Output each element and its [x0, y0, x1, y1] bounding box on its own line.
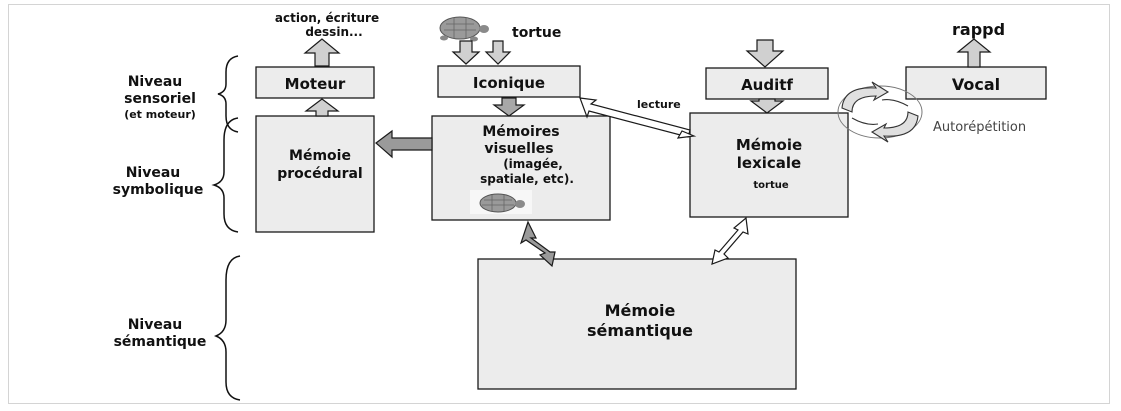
turtle-icon	[439, 16, 489, 42]
level-sensoriel-line2: sensoriel	[124, 91, 196, 107]
arrow-auditif-in	[745, 39, 785, 68]
label-lecture: lecture	[637, 98, 681, 111]
box-visuelles-line2: visuelles	[484, 141, 553, 157]
box-auditif-label: Auditf	[741, 76, 793, 94]
box-procedurale-line1: Mémoie	[289, 148, 351, 164]
box-lexicale-line1: Mémoie	[736, 136, 802, 154]
arrow-procedurale-up	[304, 98, 340, 117]
level-semantique-line2: sémantique	[114, 334, 207, 350]
box-lexicale-line2: lexicale	[737, 154, 801, 172]
box-vocal-label: Vocal	[952, 75, 1000, 94]
recycle-icon	[837, 81, 923, 143]
box-moteur-label: Moteur	[285, 75, 346, 93]
box-visuelles-line3: (imagée,	[503, 157, 563, 171]
arrow-moteur-up	[303, 38, 341, 67]
label-autorepetition: Autorépétition	[933, 120, 1026, 135]
turtle-icon	[470, 190, 532, 214]
box-procedurale	[255, 115, 375, 233]
box-visuelles-line1: Mémoires	[482, 124, 559, 140]
box-auditif	[705, 67, 829, 100]
box-lexicale-line3: tortue	[753, 180, 788, 191]
label-rappel: rappd	[952, 20, 1005, 39]
arrow-tortue-down	[484, 40, 512, 65]
brace-symbolique	[211, 117, 239, 233]
brace-semantique	[213, 255, 241, 401]
level-symbolique-line2: symbolique	[113, 182, 204, 198]
level-sensoriel-line3: (et moteur)	[124, 108, 196, 121]
box-procedurale-line2: procédural	[277, 166, 362, 182]
box-iconique-label: Iconique	[473, 74, 545, 92]
box-semantique	[477, 258, 797, 390]
arrow-visuelles-left	[375, 129, 433, 159]
arrow-iconique-down	[492, 97, 526, 117]
box-lexicale	[689, 112, 849, 218]
arrow-lecture	[579, 97, 697, 139]
label-dessin: dessin...	[305, 25, 362, 39]
box-semantique-line2: sémantique	[587, 321, 693, 340]
box-moteur	[255, 66, 375, 99]
arrow-turtle-down	[451, 40, 481, 65]
diagram-frame	[8, 4, 1110, 404]
label-tortue-top: tortue	[512, 25, 561, 41]
label-action: action, écriture	[275, 11, 379, 25]
arrow-visuelles-semantique	[519, 220, 556, 268]
arrow-vocal-up	[956, 38, 992, 68]
level-semantique-line1: Niveau	[128, 317, 183, 333]
box-semantique-line1: Mémoie	[605, 301, 676, 320]
box-iconique	[437, 65, 581, 98]
box-visuelles-line4: spatiale, etc).	[480, 172, 574, 186]
level-sensoriel-line1: Niveau	[128, 74, 183, 90]
arrow-lexicale-semantique	[711, 216, 749, 265]
arrow-auditif-down	[749, 98, 785, 114]
level-symbolique-line1: Niveau	[126, 165, 181, 181]
brace-sensoriel	[217, 55, 239, 133]
